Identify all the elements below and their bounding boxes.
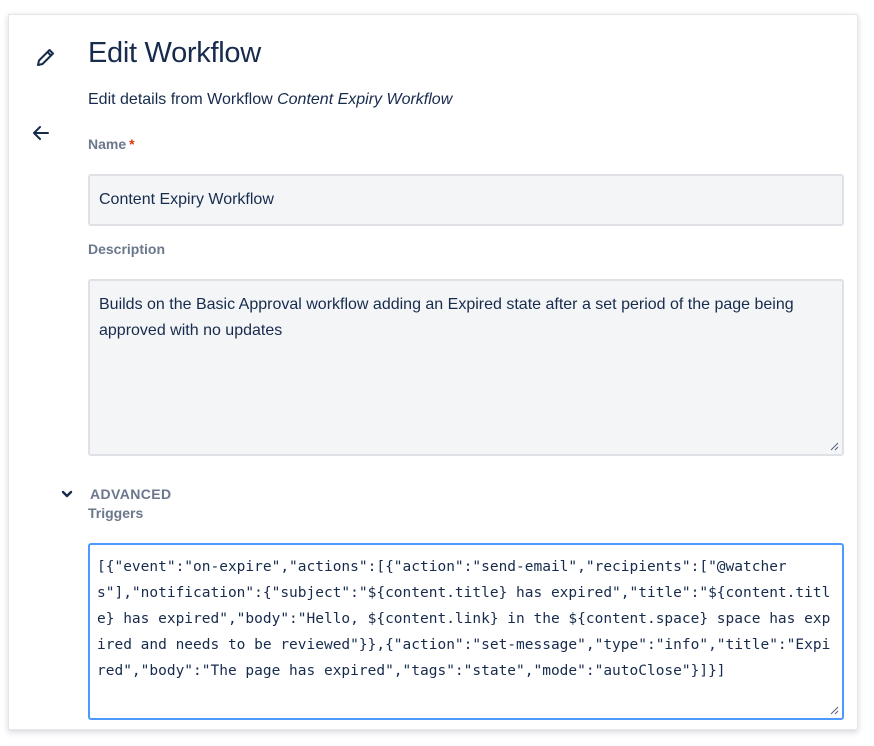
resize-handle-icon[interactable] bbox=[830, 442, 839, 451]
page-title: Edit Workflow bbox=[88, 37, 261, 69]
name-input[interactable]: Content Expiry Workflow bbox=[88, 174, 844, 226]
workflow-name: Content Expiry Workflow bbox=[277, 91, 453, 108]
arrow-left-icon[interactable] bbox=[29, 121, 53, 145]
triggers-label: Triggers bbox=[88, 505, 144, 521]
name-label-text: Name bbox=[88, 136, 127, 152]
description-text: Builds on the Basic Approval workflow ad… bbox=[99, 296, 794, 339]
chevron-down-icon bbox=[61, 490, 73, 498]
triggers-code: [{"event":"on-expire","actions":[{"actio… bbox=[97, 559, 831, 679]
edit-workflow-panel: Edit Workflow Edit details from Workflow… bbox=[8, 14, 858, 730]
name-label: Name* bbox=[88, 136, 135, 152]
advanced-toggle[interactable]: ADVANCED bbox=[59, 482, 172, 506]
subtitle-prefix: Edit details from Workflow bbox=[88, 91, 278, 108]
advanced-label: ADVANCED bbox=[90, 486, 172, 502]
required-indicator: * bbox=[129, 136, 135, 152]
description-label: Description bbox=[88, 241, 166, 257]
page-subtitle: Edit details from Workflow Content Expir… bbox=[88, 91, 452, 109]
description-textarea[interactable]: Builds on the Basic Approval workflow ad… bbox=[88, 279, 844, 456]
resize-handle-icon[interactable] bbox=[830, 706, 839, 715]
triggers-textarea[interactable]: [{"event":"on-expire","actions":[{"actio… bbox=[88, 543, 844, 720]
pencil-icon bbox=[37, 49, 54, 66]
